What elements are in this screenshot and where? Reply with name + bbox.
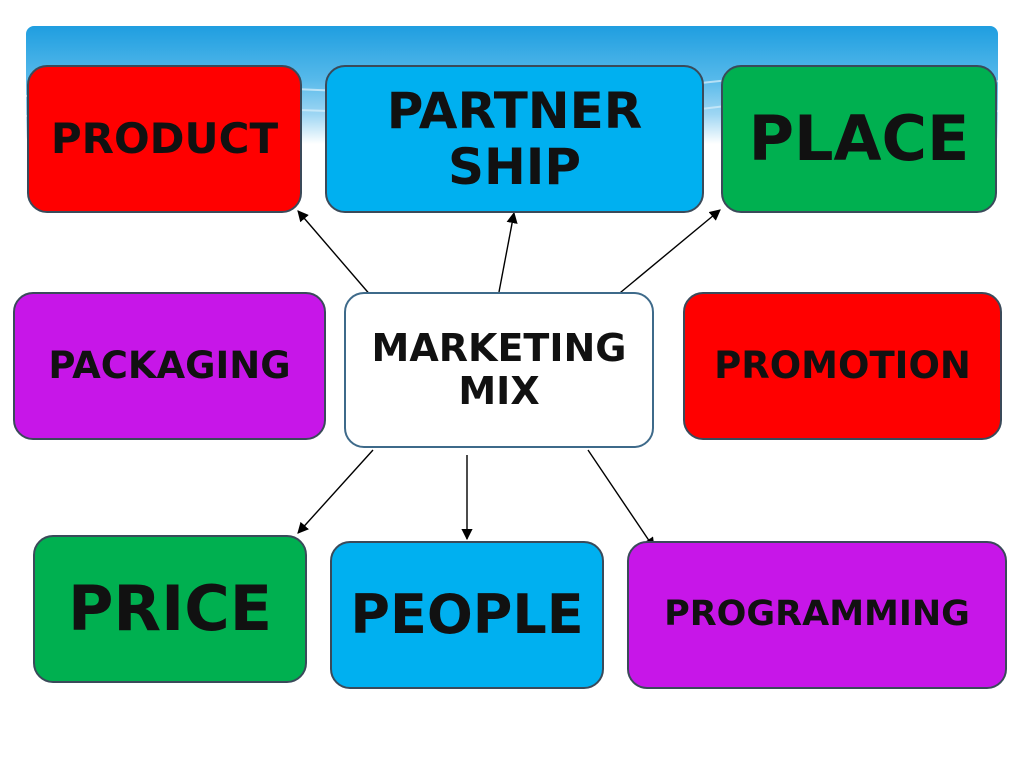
arrow-to-partnership [498, 211, 518, 293]
node-product-label: PRODUCT [50, 114, 279, 164]
center-line-2: MIX [458, 369, 540, 413]
node-place: PLACE [721, 65, 997, 213]
node-partnership-line-1: PARTNER [386, 82, 643, 140]
arrow-to-price [297, 449, 374, 534]
center-line-1: MARKETING [371, 326, 627, 371]
node-programming-label: PROGRAMMING [664, 594, 970, 635]
node-partnership-line-2: SHIP [447, 138, 582, 196]
node-promotion-label: PROMOTION [714, 344, 971, 388]
node-programming: PROGRAMMING [627, 541, 1007, 689]
node-packaging: PACKAGING [13, 292, 326, 440]
node-product: PRODUCT [27, 65, 302, 213]
node-partnership: PARTNER SHIP [325, 65, 704, 213]
node-price: PRICE [33, 535, 307, 683]
arrow-to-product [297, 210, 373, 298]
arrow-to-programming [587, 449, 655, 549]
node-packaging-label: PACKAGING [48, 344, 291, 388]
node-place-label: PLACE [748, 102, 970, 176]
node-marketing-mix: MARKETING MIX [344, 292, 654, 448]
arrow-to-place [614, 209, 721, 298]
node-people: PEOPLE [330, 541, 604, 689]
node-people-label: PEOPLE [350, 582, 584, 646]
node-price-label: PRICE [67, 572, 273, 646]
node-promotion: PROMOTION [683, 292, 1002, 440]
